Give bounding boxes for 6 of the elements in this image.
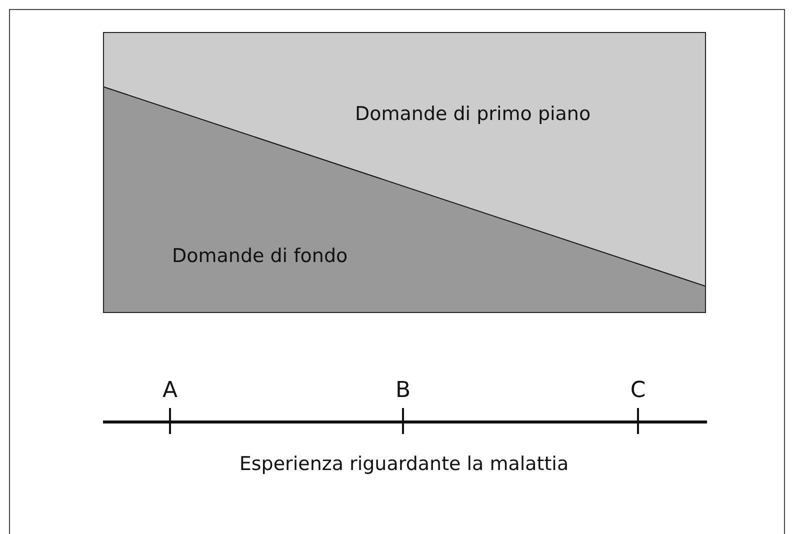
axis-point-label: A [162,378,178,403]
region-label: Domande di fondo [172,245,348,267]
axis-title: Esperienza riguardante la malattia [239,453,569,475]
axis-point-label: C [630,378,646,403]
region-label: Domande di primo piano [355,103,591,125]
axis-point-label: B [395,378,411,403]
